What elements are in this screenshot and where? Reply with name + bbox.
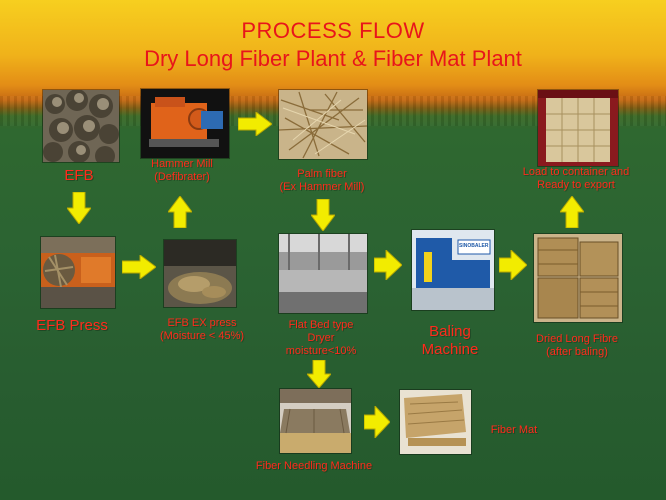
efb-ex-press-photo: [163, 239, 237, 308]
efb-photo: [42, 89, 120, 163]
efb-press-photo: [40, 236, 116, 309]
label-dried-fibre: Dried Long Fibre (after baling): [536, 333, 618, 358]
label-hammer-mill: Hammer Mill (Defibrater): [151, 158, 213, 183]
arrow-right-icon: [122, 255, 156, 279]
label-baling-machine: Baling Machine: [421, 323, 479, 358]
label-fiber-mat: Fiber Mat: [490, 424, 538, 436]
label-efb-press: EFB Press: [36, 317, 108, 334]
container-photo: [537, 89, 619, 167]
arrow-up-icon: [560, 196, 584, 228]
label-efb: EFB: [64, 167, 94, 184]
label-palm-fiber: Palm fiber (Ex Hammer Mill): [279, 168, 365, 193]
arrow-down-icon: [67, 192, 91, 224]
arrow-up-icon: [168, 196, 192, 228]
label-container: Load to container and Ready to export: [522, 166, 630, 191]
baler-logo: SINOBALER: [459, 243, 489, 249]
hammer-mill-photo: [140, 88, 230, 159]
title-line-2: Dry Long Fiber Plant & Fiber Mat Plant: [144, 46, 522, 71]
needling-machine-photo: [279, 388, 352, 454]
fiber-mat-photo: [399, 389, 472, 455]
label-needling: Fiber Needling Machine: [255, 460, 373, 472]
label-efb-ex-press: EFB EX press (Moisture < 45%): [159, 317, 245, 342]
palm-fiber-photo: [278, 89, 368, 160]
dryer-photo: [278, 233, 368, 314]
title-line-1: PROCESS FLOW: [241, 18, 425, 43]
dried-fibre-photo: [533, 233, 623, 323]
baling-machine-photo: SINOBALER: [411, 229, 495, 311]
arrow-down-icon: [311, 199, 335, 231]
label-dryer: Flat Bed type Dryer moisture<10%: [285, 319, 357, 357]
arrow-right-icon: [374, 250, 402, 280]
arrow-right-icon: [499, 250, 527, 280]
arrow-right-icon: [364, 406, 390, 438]
arrow-right-icon: [238, 112, 272, 136]
arrow-down-icon: [307, 360, 331, 388]
